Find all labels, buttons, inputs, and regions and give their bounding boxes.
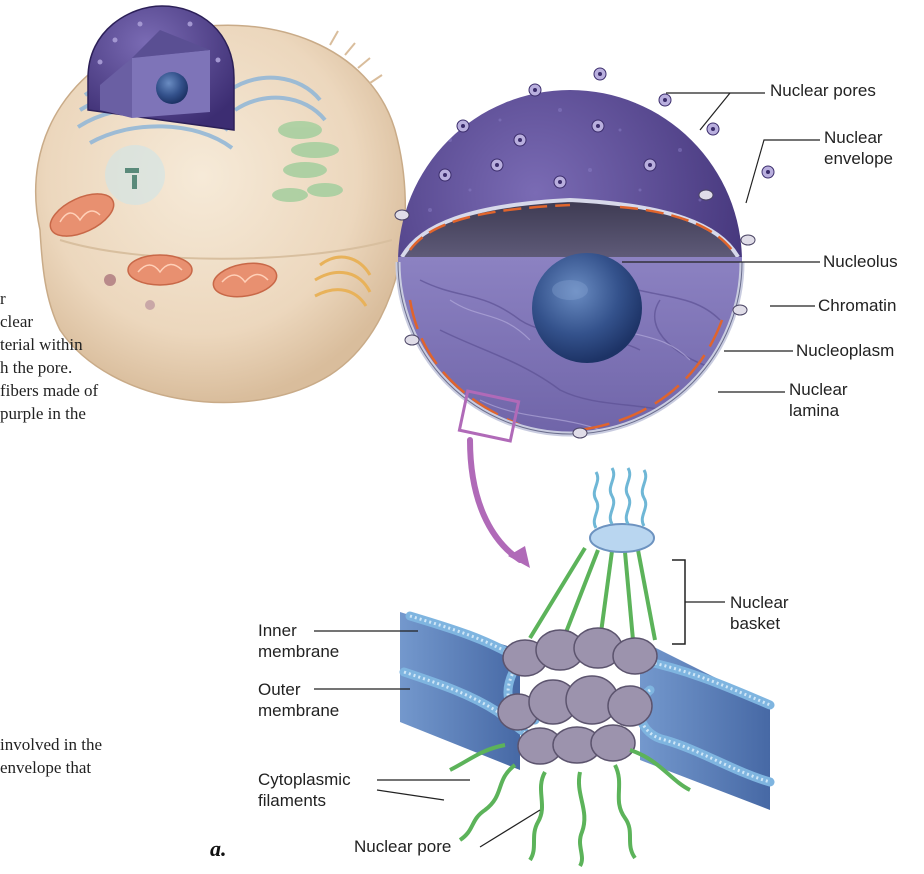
label-cytoplasmic-filaments-line1: Cytoplasmic [258,769,351,790]
body-text-p1-line3: terial within [0,333,83,356]
label-nucleoplasm: Nucleoplasm [796,340,894,361]
zoom-arrow [470,440,520,560]
label-nuclear-basket-line1: Nuclear [730,592,789,613]
label-nucleolus: Nucleolus [823,251,898,272]
label-chromatin: Chromatin [818,295,896,316]
body-text-p1-line5: fibers made of [0,379,98,402]
label-inner-membrane-line2: membrane [258,641,339,662]
label-nuclear-basket-line2: basket [730,613,780,634]
label-nuclear-lamina-line1: Nuclear [789,379,848,400]
label-outer-membrane-line2: membrane [258,700,339,721]
cell-illustration [36,6,406,403]
body-text-p1-line4: h the pore. [0,356,72,379]
figure-part-letter: a. [210,836,227,862]
body-text-p2-line2: envelope that [0,756,91,779]
nucleus-cutaway [390,68,774,441]
label-inner-membrane-line1: Inner [258,620,297,641]
pore-complex-detail [400,468,770,866]
label-nuclear-envelope-line2: envelope [824,148,893,169]
body-text-p1-line2: clear [0,310,33,333]
label-outer-membrane-line1: Outer [258,679,301,700]
label-nuclear-envelope-line1: Nuclear [824,127,883,148]
label-nuclear-pores: Nuclear pores [770,80,876,101]
body-text-p1-line1: r [0,287,6,310]
label-nuclear-pore: Nuclear pore [354,836,451,857]
body-text-p1-line6: purple in the [0,402,86,425]
body-text-p2-line1: involved in the [0,733,102,756]
label-cytoplasmic-filaments-line2: filaments [258,790,326,811]
label-nuclear-lamina-line2: lamina [789,400,839,421]
